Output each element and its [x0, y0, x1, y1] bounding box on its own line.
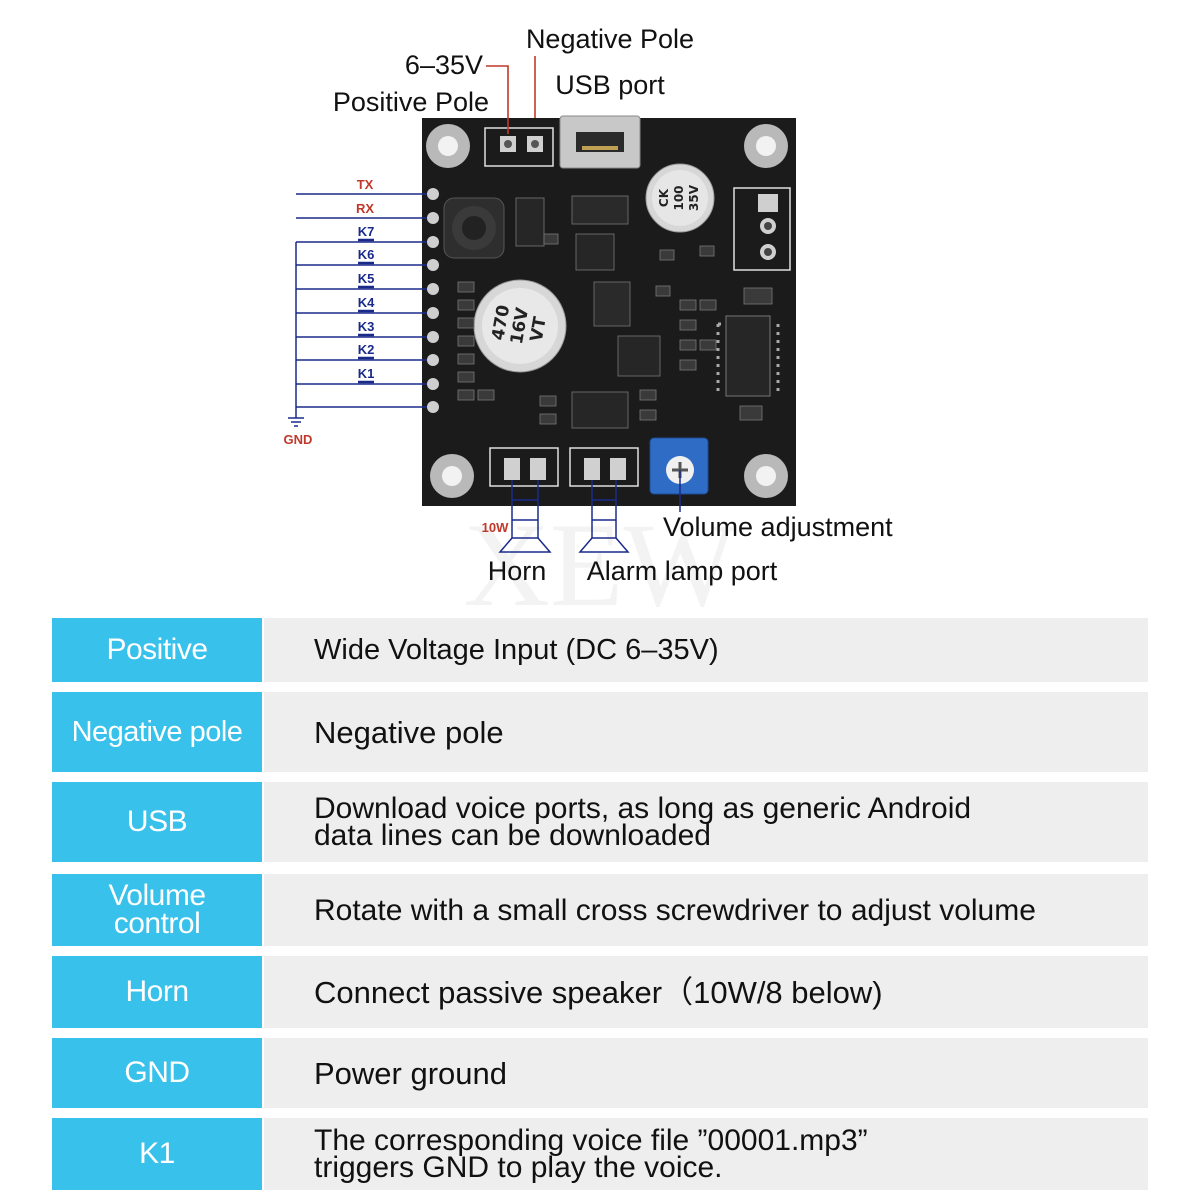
pin-label-k3: K3 — [358, 319, 375, 334]
table-row: Positive Wide Voltage Input (DC 6–35V) — [52, 618, 1148, 682]
cap-large-label: VT — [527, 315, 551, 343]
speaker-wiring — [498, 470, 681, 553]
alarm-lamp-terminal — [569, 447, 639, 487]
label-alarm-lamp-port: Alarm lamp port — [587, 556, 778, 586]
ic-chip — [571, 391, 629, 429]
mounting-hole — [744, 454, 788, 498]
mounting-hole — [744, 124, 788, 168]
row-key: GND — [52, 1038, 262, 1108]
row-value: Connect passive speaker（10W/8 below) — [264, 956, 1148, 1028]
label-10w: 10W — [482, 520, 509, 535]
row-value: Rotate with a small cross screwdriver to… — [264, 874, 1148, 946]
label-horn: Horn — [488, 556, 547, 586]
diode — [515, 197, 545, 247]
ic-chip — [617, 335, 661, 377]
row-value: Power ground — [264, 1038, 1148, 1108]
table-row: Horn Connect passive speaker（10W/8 below… — [52, 956, 1148, 1028]
pin-label-k7: K7 — [358, 224, 375, 239]
wiring-switches — [358, 238, 374, 384]
capacitor-large: 470 16V VT — [473, 279, 567, 373]
ic-chip — [593, 281, 631, 327]
volume-potentiometer — [649, 437, 709, 495]
inductor — [443, 197, 505, 259]
capacitor-small: CK 100 35V — [645, 163, 715, 233]
cap-small-label: 100 — [672, 185, 686, 210]
horn-terminal — [489, 447, 559, 487]
ic-chip — [575, 233, 615, 271]
label-voltage: 6–35V — [405, 50, 483, 80]
ic-main — [716, 315, 780, 397]
pin-label-rx: RX — [356, 201, 374, 216]
table-row: Volume control Rotate with a small cross… — [52, 874, 1148, 946]
wiring — [295, 193, 427, 418]
ic-chip — [571, 195, 629, 225]
row-value: Download voice ports, as long as generic… — [264, 782, 1148, 862]
smd-components — [457, 233, 773, 425]
pin-label-tx: TX — [357, 177, 374, 192]
pin-label-k4: K4 — [358, 295, 375, 310]
cap-small-label: 35V — [687, 184, 701, 211]
alarm-terminal — [733, 187, 791, 271]
pcb-board: CK 100 35V 470 16V VT — [422, 115, 796, 506]
row-key: USB — [52, 782, 262, 862]
pin-label-k1: K1 — [358, 366, 375, 381]
board-diagram: XEW — [284, 24, 894, 610]
pin-header — [427, 188, 439, 413]
pin-label-k2: K2 — [358, 342, 375, 357]
pin-label-k5: K5 — [358, 271, 375, 286]
row-value: The corresponding voice file ”00001.mp3”… — [264, 1118, 1148, 1190]
row-value: Negative pole — [264, 692, 1148, 772]
row-key: Positive — [52, 618, 262, 682]
label-gnd: GND — [284, 432, 313, 447]
row-key: Negative pole — [52, 692, 262, 772]
ground-symbol — [288, 417, 304, 427]
label-usb-port: USB port — [555, 70, 665, 100]
cap-small-label: CK — [657, 188, 671, 207]
row-key: Volume control — [52, 874, 262, 946]
pole-pointer-lines — [486, 56, 536, 134]
label-volume-adjustment: Volume adjustment — [663, 512, 893, 542]
table-row: Negative pole Negative pole — [52, 692, 1148, 772]
label-negative-pole: Negative Pole — [526, 24, 694, 54]
table-row: USB Download voice ports, as long as gen… — [52, 782, 1148, 862]
usb-connector — [559, 115, 641, 169]
row-key: K1 — [52, 1118, 262, 1190]
row-value: Wide Voltage Input (DC 6–35V) — [264, 618, 1148, 682]
row-key: Horn — [52, 956, 262, 1028]
label-positive-pole: Positive Pole — [333, 87, 489, 117]
table-row: GND Power ground — [52, 1038, 1148, 1108]
power-terminal — [484, 127, 554, 167]
pin-label-k6: K6 — [358, 247, 375, 262]
mounting-hole — [430, 454, 474, 498]
watermark: XEW — [463, 498, 737, 610]
mounting-hole — [426, 124, 470, 168]
table-row: K1 The corresponding voice file ”00001.m… — [52, 1118, 1148, 1190]
